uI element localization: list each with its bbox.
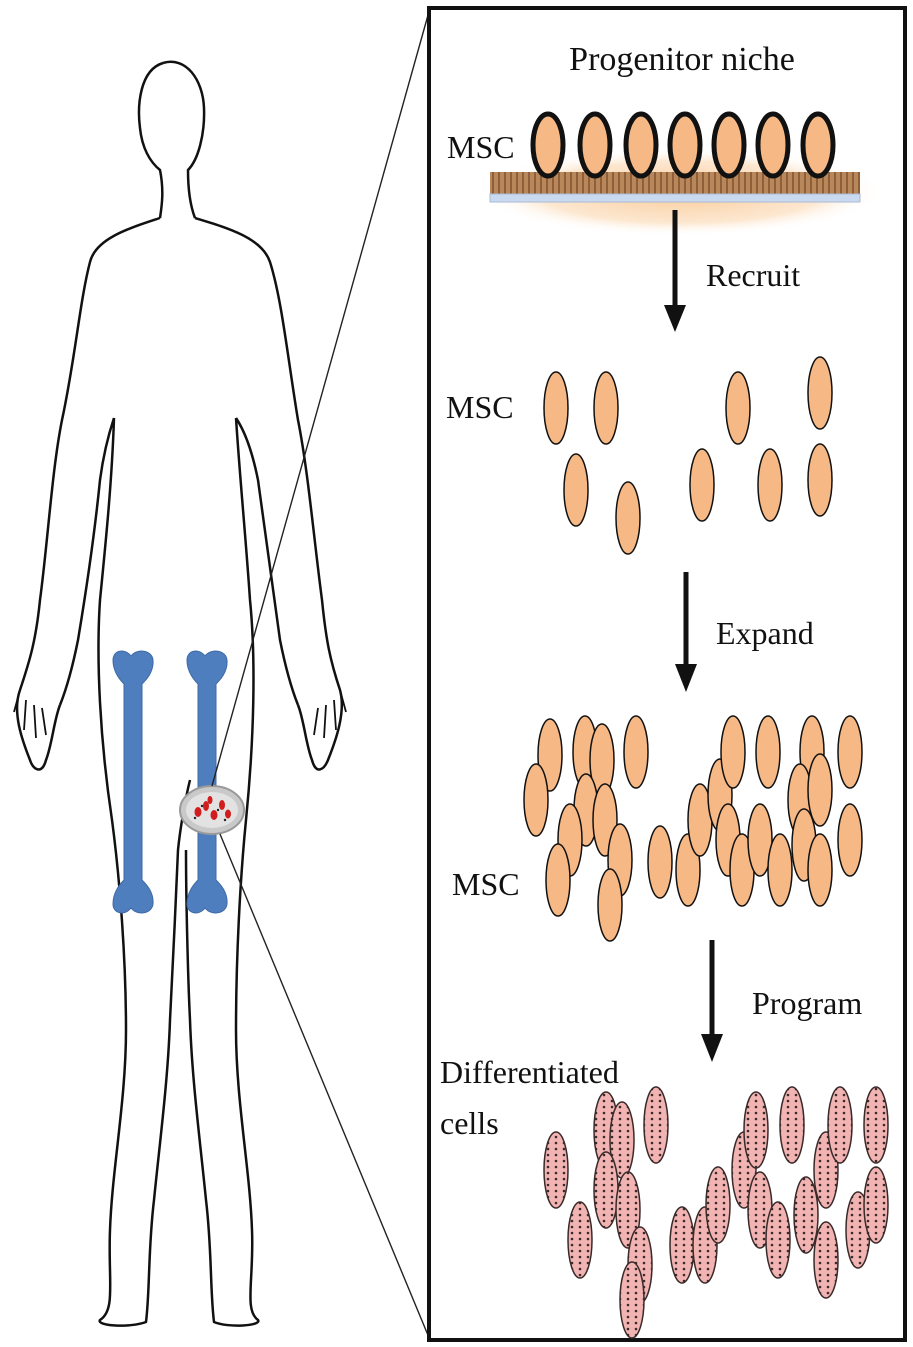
implant-site [180, 786, 244, 834]
niche-msc-cell [670, 114, 700, 176]
differentiated-cell [644, 1087, 668, 1163]
differentiated-cell [814, 1222, 838, 1298]
recruited-msc-cell [564, 454, 588, 526]
expanded-msc-cell [721, 716, 745, 788]
expanded-msc-cell [808, 754, 832, 826]
differentiated-cell [544, 1132, 568, 1208]
differentiated-label-line2: cells [440, 1105, 499, 1141]
differentiated-label-line1: Differentiated [440, 1054, 619, 1090]
differentiated-cell [594, 1152, 618, 1228]
expanded-msc-cell [524, 764, 548, 836]
differentiated-cell [766, 1202, 790, 1278]
recruited-msc-cell [808, 444, 832, 516]
recruited-msc-cell [758, 449, 782, 521]
differentiated-cell [828, 1087, 852, 1163]
recruited-msc-cell [808, 357, 832, 429]
differentiated-cell [780, 1087, 804, 1163]
niche-msc-cell [533, 114, 563, 176]
expanded-msc-cell [768, 834, 792, 906]
recruited-msc-cell [544, 372, 568, 444]
stage3-msc-label: MSC [452, 866, 520, 902]
niche-msc-cell [626, 114, 656, 176]
recruited-msc-cell [726, 372, 750, 444]
program-step-label: Program [752, 985, 862, 1021]
differentiated-cell [864, 1167, 888, 1243]
expanded-msc-cell [546, 844, 570, 916]
stage2-msc-label: MSC [446, 389, 514, 425]
stage1-msc-label: MSC [447, 129, 515, 165]
expanded-msc-cell [598, 869, 622, 941]
expanded-msc-cell [648, 826, 672, 898]
recruited-msc-cell [690, 449, 714, 521]
expanded-msc-cell [624, 716, 648, 788]
niche-msc-cell [758, 114, 788, 176]
recruit-step-label: Recruit [706, 257, 800, 293]
niche-title: Progenitor niche [569, 41, 795, 78]
niche-msc-cell [580, 114, 610, 176]
niche-msc-cell [714, 114, 744, 176]
recruited-msc-cell [594, 372, 618, 444]
expanded-msc-cell [838, 804, 862, 876]
right-femur-bone [187, 651, 227, 913]
expand-step-label: Expand [716, 615, 814, 651]
expanded-msc-cell [838, 716, 862, 788]
recruited-msc-cell [616, 482, 640, 554]
differentiated-cell [794, 1177, 818, 1253]
differentiated-cell [670, 1207, 694, 1283]
differentiated-cell [706, 1167, 730, 1243]
differentiated-cell [744, 1092, 768, 1168]
human-body-outline [14, 62, 346, 1326]
expanded-msc-cell [808, 834, 832, 906]
differentiated-cell [864, 1087, 888, 1163]
expanded-msc-cell [756, 716, 780, 788]
differentiated-cell [620, 1262, 644, 1338]
differentiated-cell [568, 1202, 592, 1278]
niche-msc-cell [803, 114, 833, 176]
